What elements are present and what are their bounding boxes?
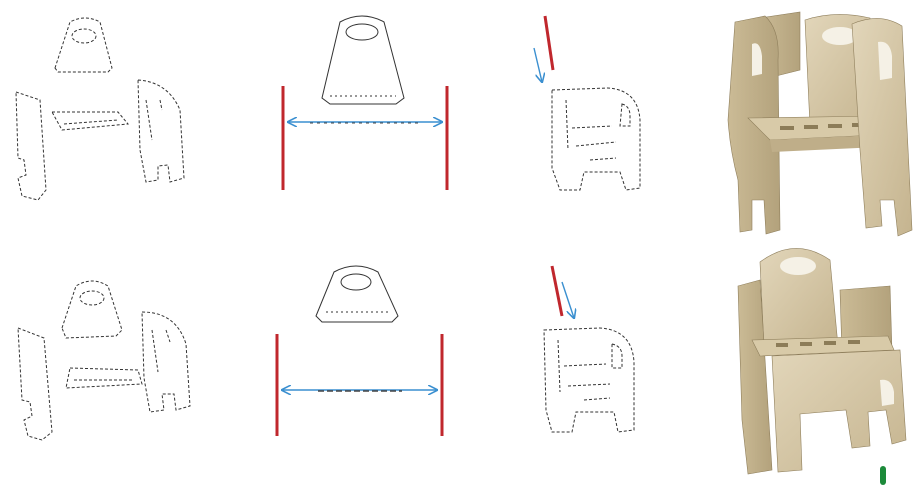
green-marker — [880, 466, 886, 485]
backrest-part — [62, 281, 122, 338]
side-panel-outline — [544, 328, 634, 432]
insert-guide-line — [552, 266, 562, 316]
handle-hole — [72, 29, 96, 43]
seat-part — [52, 112, 128, 130]
seat-part — [66, 368, 142, 388]
row2-assembled-chair — [738, 248, 906, 485]
row2-side-insertion — [544, 266, 634, 432]
right-side-part — [138, 80, 184, 182]
left-side-part — [16, 92, 46, 200]
row1-spacing-guides — [283, 16, 447, 190]
row1-side-insertion — [534, 16, 640, 190]
row1-assembled-chair — [728, 12, 912, 236]
insert-arrow — [562, 282, 574, 318]
row2-spacing-guides — [277, 266, 442, 436]
right-side-part — [142, 312, 190, 412]
backrest-outline — [316, 266, 398, 322]
insert-guide-line — [545, 16, 553, 70]
row1-exploded-parts — [16, 18, 184, 200]
side-panel-outline — [552, 88, 640, 190]
backrest-part — [55, 18, 112, 72]
row2-exploded-parts — [18, 281, 190, 440]
left-side-part — [18, 328, 52, 440]
insert-arrow — [534, 48, 542, 82]
backrest-outline — [322, 16, 404, 104]
